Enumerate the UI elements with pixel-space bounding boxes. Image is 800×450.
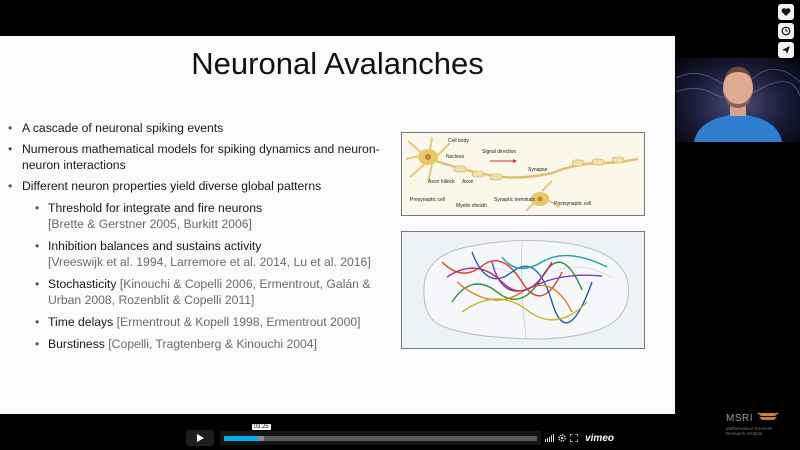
msri-subtitle-1: Mathematical Sciences — [726, 426, 773, 431]
bullet-text: Different neuron properties yield divers… — [22, 179, 322, 193]
bullet-item: A cascade of neuronal spiking events — [8, 120, 388, 136]
presenter-shirt — [694, 114, 782, 142]
citation: [Brette & Gerstner 2005, Burkitt 2006] — [48, 217, 252, 231]
citation: [Vreeswijk et al. 1994, Larremore et al.… — [48, 255, 371, 269]
presenter-face — [723, 69, 753, 107]
msri-watermark: MSRI Mathematical Sciences Research Inst… — [726, 408, 796, 436]
bullet-text: Numerous mathematical models for spiking… — [22, 142, 380, 172]
current-time: 03:25 — [251, 423, 271, 430]
citation: [Ermentrout & Kopell 1998, Ermentrout 20… — [116, 315, 361, 329]
bullet-item: Numerous mathematical models for spiking… — [8, 141, 388, 173]
sub-bullet-heading: Burstiness — [48, 337, 105, 351]
label-synapse: Synapse — [528, 167, 548, 173]
label-synaptic-terminals: Synaptic terminals — [494, 197, 535, 203]
progress-bar[interactable]: 03:25 — [223, 423, 538, 441]
label-myelin-sheath: Myelin sheath — [456, 203, 487, 209]
share-button[interactable] — [778, 42, 794, 58]
vimeo-logo[interactable]: vimeo — [585, 432, 614, 444]
label-axon: Axon — [462, 179, 474, 185]
sub-bullet-item: Stochasticity [Kinouchi & Copelli 2006, … — [8, 276, 388, 308]
msri-name: MSRI — [726, 413, 753, 424]
citation: [Kinouchi & Copelli 2006, Ermentrout, Ga… — [48, 277, 371, 307]
slide-title: Neuronal Avalanches — [191, 46, 484, 81]
heart-icon — [781, 8, 791, 16]
paper-plane-icon — [782, 46, 790, 54]
sub-bullet-item: Burstiness [Copelli, Tragtenberg & Kinou… — [8, 336, 388, 352]
presentation-slide: Neuronal Avalanches A cascade of neurona… — [0, 36, 675, 414]
sub-bullet-item: Time delays [Ermentrout & Kopell 1998, E… — [8, 314, 388, 330]
clock-icon — [781, 26, 791, 36]
label-nucleus: Nucleus — [446, 154, 465, 160]
sub-bullet-item: Inhibition balances and sustains activit… — [8, 238, 388, 270]
like-button[interactable] — [778, 4, 794, 20]
progress-fill — [223, 435, 259, 441]
neuron-diagram: Cell body Nucleus Signal direction Synap… — [401, 132, 645, 216]
control-icons: vimeo — [545, 433, 614, 444]
label-axon-hillock: Axon hillock — [428, 179, 455, 185]
fullscreen-icon[interactable] — [570, 434, 579, 442]
player-controls: 03:25 vimeo — [186, 423, 614, 446]
msri-subtitle-2: Research Institute — [726, 431, 763, 436]
sub-bullet-heading: Inhibition balances and sustains activit… — [48, 239, 262, 253]
sub-bullet-item: Threshold for integrate and fire neurons… — [8, 200, 388, 232]
msri-logo-icon — [757, 413, 780, 421]
sub-bullet-heading: Threshold for integrate and fire neurons — [48, 201, 263, 215]
label-signal-direction: Signal direction — [482, 149, 516, 155]
play-button[interactable] — [186, 430, 214, 446]
side-actions — [778, 4, 794, 58]
progress-bar-container: 03:25 — [219, 423, 542, 445]
brain-network-image — [401, 231, 645, 349]
sub-bullet-heading: Time delays — [48, 315, 114, 329]
bullet-list: A cascade of neuronal spiking events Num… — [8, 120, 388, 352]
label-postsynaptic-cell: Postsynaptic cell — [554, 201, 591, 207]
bullet-item: Different neuron properties yield divers… — [8, 178, 388, 194]
settings-icon[interactable] — [558, 434, 566, 442]
watch-later-button[interactable] — [778, 23, 794, 39]
label-presynaptic-cell: Presynaptic cell — [410, 197, 445, 203]
volume-icon[interactable] — [545, 434, 555, 442]
presenter-webcam — [676, 58, 800, 142]
label-cell-body: Cell body — [448, 138, 469, 144]
play-icon — [196, 434, 204, 442]
citation: [Copelli, Tragtenberg & Kinouchi 2004] — [108, 337, 317, 351]
sub-bullet-heading: Stochasticity — [48, 277, 117, 291]
bullet-text: A cascade of neuronal spiking events — [22, 121, 224, 135]
